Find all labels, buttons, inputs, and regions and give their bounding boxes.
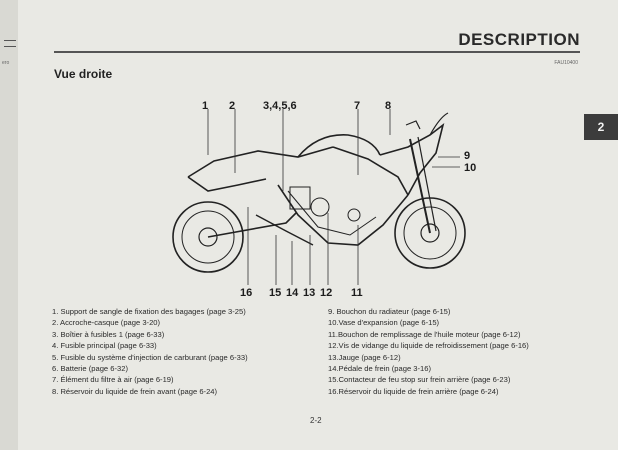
callout-label: 10 xyxy=(464,162,477,174)
list-item: 13.Jauge (page 6-12) xyxy=(328,352,401,362)
list-item: 5. Fusible du système d'injection de car… xyxy=(52,352,248,362)
gutter-rule xyxy=(4,40,16,41)
chapter-tab[interactable]: 2 xyxy=(584,114,618,140)
list-item: 7. Élément du filtre à air (page 6-19) xyxy=(52,375,174,385)
callout-label: 13 xyxy=(303,287,316,299)
parts-list-left: 1. Support de sangle de fixation des bag… xyxy=(52,306,248,397)
callout-label: 11 xyxy=(351,287,363,299)
list-item: 9. Bouchon du radiateur (page 6-15) xyxy=(328,307,451,316)
callout-label: 1 xyxy=(202,100,209,112)
callout-label: 2 xyxy=(229,100,236,112)
callout-label: 14 xyxy=(286,287,299,299)
callout-label: 7 xyxy=(354,100,361,112)
list-item: 14.Pédale de frein (page 3-16) xyxy=(328,364,432,374)
rear-wheel xyxy=(172,201,244,273)
list-item: 12.Vis de vidange du liquide de refroidi… xyxy=(328,341,529,351)
motorcycle-illustration xyxy=(172,109,466,285)
gutter-rule xyxy=(4,46,16,47)
callout-label: 16 xyxy=(240,287,253,299)
parts-list-right: 9. Bouchon du radiateur (page 6-15) 10.V… xyxy=(328,306,529,397)
page-header-title: DESCRIPTION xyxy=(458,30,580,49)
list-item: 11.Bouchon de remplissage de l'huile mot… xyxy=(328,329,521,339)
manual-page: DESCRIPTION FAU10400 Vue droite 2 xyxy=(18,0,618,450)
callout-label: 12 xyxy=(320,287,333,299)
motorcycle-diagram xyxy=(168,95,508,310)
list-item: 10.Vase d'expansion (page 6-15) xyxy=(328,318,440,328)
list-item: 16.Réservoir du liquide de frein arrière… xyxy=(328,386,499,396)
list-item: 3. Boîtier à fusibles 1 (page 6-33) xyxy=(52,329,165,339)
callout-label: 8 xyxy=(385,100,392,112)
list-item: 15.Contacteur de feu stop sur frein arri… xyxy=(328,375,511,385)
list-item: 6. Batterie (page 6-32) xyxy=(52,364,128,374)
callout-label: 15 xyxy=(269,287,282,299)
list-item: 2. Accroche-casque (page 3-20) xyxy=(52,318,161,328)
gutter-text: ero xyxy=(2,60,10,66)
reference-code: FAU10400 xyxy=(554,60,578,66)
list-item: 8. Réservoir du liquide de frein avant (… xyxy=(52,386,218,396)
list-item: 4. Fusible principal (page 6-33) xyxy=(52,341,157,351)
page-number: 2-2 xyxy=(310,416,322,425)
callout-label: 9 xyxy=(464,150,471,162)
list-item: 1. Support de sangle de fixation des bag… xyxy=(52,307,246,316)
callout-label: 3,4,5,6 xyxy=(263,100,297,112)
header-rule xyxy=(54,51,580,53)
section-title: Vue droite xyxy=(54,67,113,81)
